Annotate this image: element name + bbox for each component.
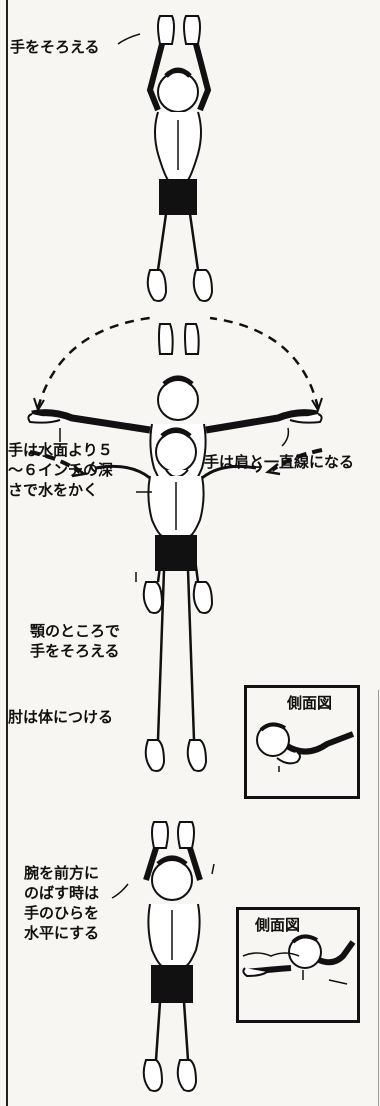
right-border-line: [378, 690, 379, 1106]
label-arm-forward-4: 水平にする: [24, 924, 100, 942]
label-hands-shoulder-line: 手は肩と一直線になる: [204, 453, 355, 471]
side-view-inset-2: 側面図: [236, 907, 360, 1023]
label-hands-depth-2: ～６インチの深: [8, 461, 114, 479]
pointer-line-1: [117, 33, 141, 45]
side-view-figure-2: [242, 934, 356, 985]
label-hands-depth-3: さで水をかく: [8, 481, 99, 499]
figure-4-arms-forward: [142, 821, 203, 1092]
side-view-title-2: 側面図: [255, 916, 301, 934]
side-view-figure-1: [256, 722, 355, 772]
label-hands-depth-1: 手は水面より５: [8, 441, 113, 459]
label-elbow-body: 肘は体につける: [8, 708, 114, 726]
pointer-line-3: [281, 427, 290, 447]
label-arm-forward-3: 手のひらを: [24, 904, 100, 922]
figure-1-arms-extended: [146, 15, 214, 302]
label-arm-forward-1: 腕を前方に: [24, 864, 100, 882]
label-hands-together: 手をそろえる: [10, 38, 100, 56]
figure-3-hands-at-chin: [29, 427, 323, 772]
label-chin-hands-2: 手をそろえる: [30, 642, 120, 660]
side-view-inset-1: 側面図: [244, 685, 360, 799]
pointer-line-6: [111, 883, 129, 899]
side-view-title-1: 側面図: [287, 694, 333, 712]
label-chin-hands-1: 顎のところで: [30, 622, 121, 640]
label-arm-forward-2: のばす時は: [24, 884, 100, 902]
left-border-line: [6, 0, 8, 1106]
stray-mark: [211, 863, 215, 875]
